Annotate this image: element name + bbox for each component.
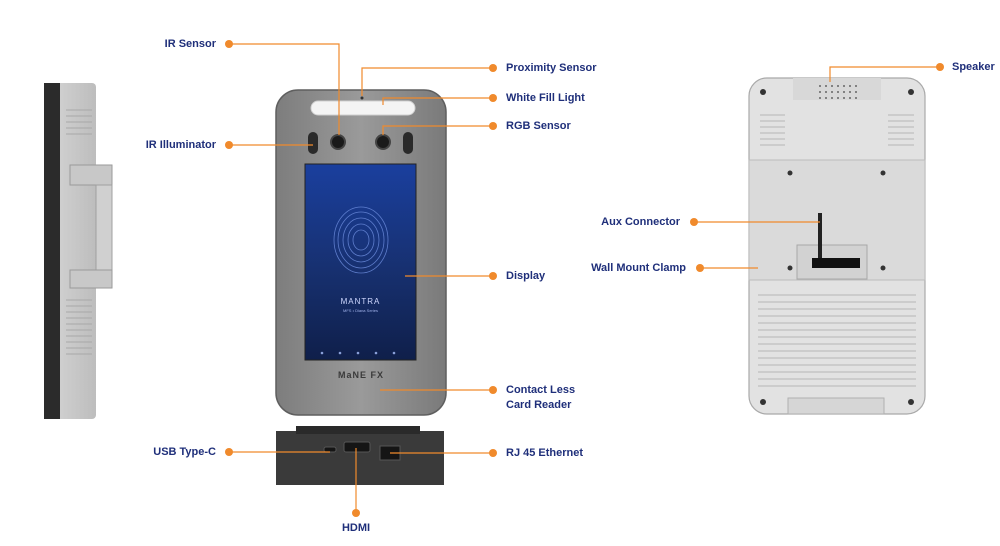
vent-lines <box>758 114 916 387</box>
label-contact-less-line1: Contact Less <box>506 384 576 396</box>
label-usb-type-c: USB Type-C <box>153 446 216 458</box>
screen-brand: MANTRA <box>340 297 381 306</box>
label-ir-illuminator: IR Illuminator <box>145 139 216 151</box>
model-name: MaNE FX <box>337 370 384 380</box>
screen-navbar <box>320 351 396 355</box>
white-fill-light <box>310 100 416 116</box>
label-rgb-sensor: RGB Sensor <box>506 120 571 132</box>
callout-display <box>405 272 497 280</box>
label-white-fill-light: White Fill Light <box>506 92 585 104</box>
fingerprint-graphic <box>333 206 389 274</box>
label-ir-sensor: IR Sensor <box>164 38 216 50</box>
callout-usb-type-c <box>225 448 330 456</box>
callout-rj45-ethernet <box>390 449 497 457</box>
callout-hdmi <box>352 448 360 517</box>
aux-connector-port <box>812 258 860 268</box>
label-rj45-ethernet: RJ 45 Ethernet <box>506 447 584 459</box>
callout-rgb-sensor <box>382 122 497 135</box>
callout-ir-sensor <box>225 40 340 135</box>
label-display: Display <box>506 270 546 282</box>
callout-contact-less-card-reader <box>380 386 497 394</box>
screen-tagline: MFS • Diana Series <box>343 308 378 313</box>
cable-dock <box>276 426 444 485</box>
ir-sensor <box>330 134 346 150</box>
rgb-sensor <box>375 134 391 150</box>
ir-illuminator <box>308 132 413 154</box>
screw-holes <box>760 89 914 405</box>
callout-speaker <box>829 63 944 82</box>
callout-ir-illuminator <box>225 141 313 149</box>
callout-white-fill-light <box>382 94 497 105</box>
label-proximity-sensor: Proximity Sensor <box>506 62 597 74</box>
back-view-device <box>748 77 926 415</box>
callout-proximity-sensor <box>361 64 497 96</box>
callout-wall-mount-clamp <box>696 264 758 272</box>
label-speaker: Speaker <box>952 61 995 73</box>
callout-aux-connector <box>690 218 820 226</box>
label-hdmi: HDMI <box>341 522 371 534</box>
speaker-grille <box>819 85 857 99</box>
label-aux-connector: Aux Connector <box>601 216 680 228</box>
label-wall-mount-clamp: Wall Mount Clamp <box>591 262 686 274</box>
front-view-device <box>275 89 447 485</box>
label-contact-less-line2: Card Reader <box>506 399 572 411</box>
proximity-sensor <box>360 96 364 100</box>
side-view-device <box>44 83 113 419</box>
